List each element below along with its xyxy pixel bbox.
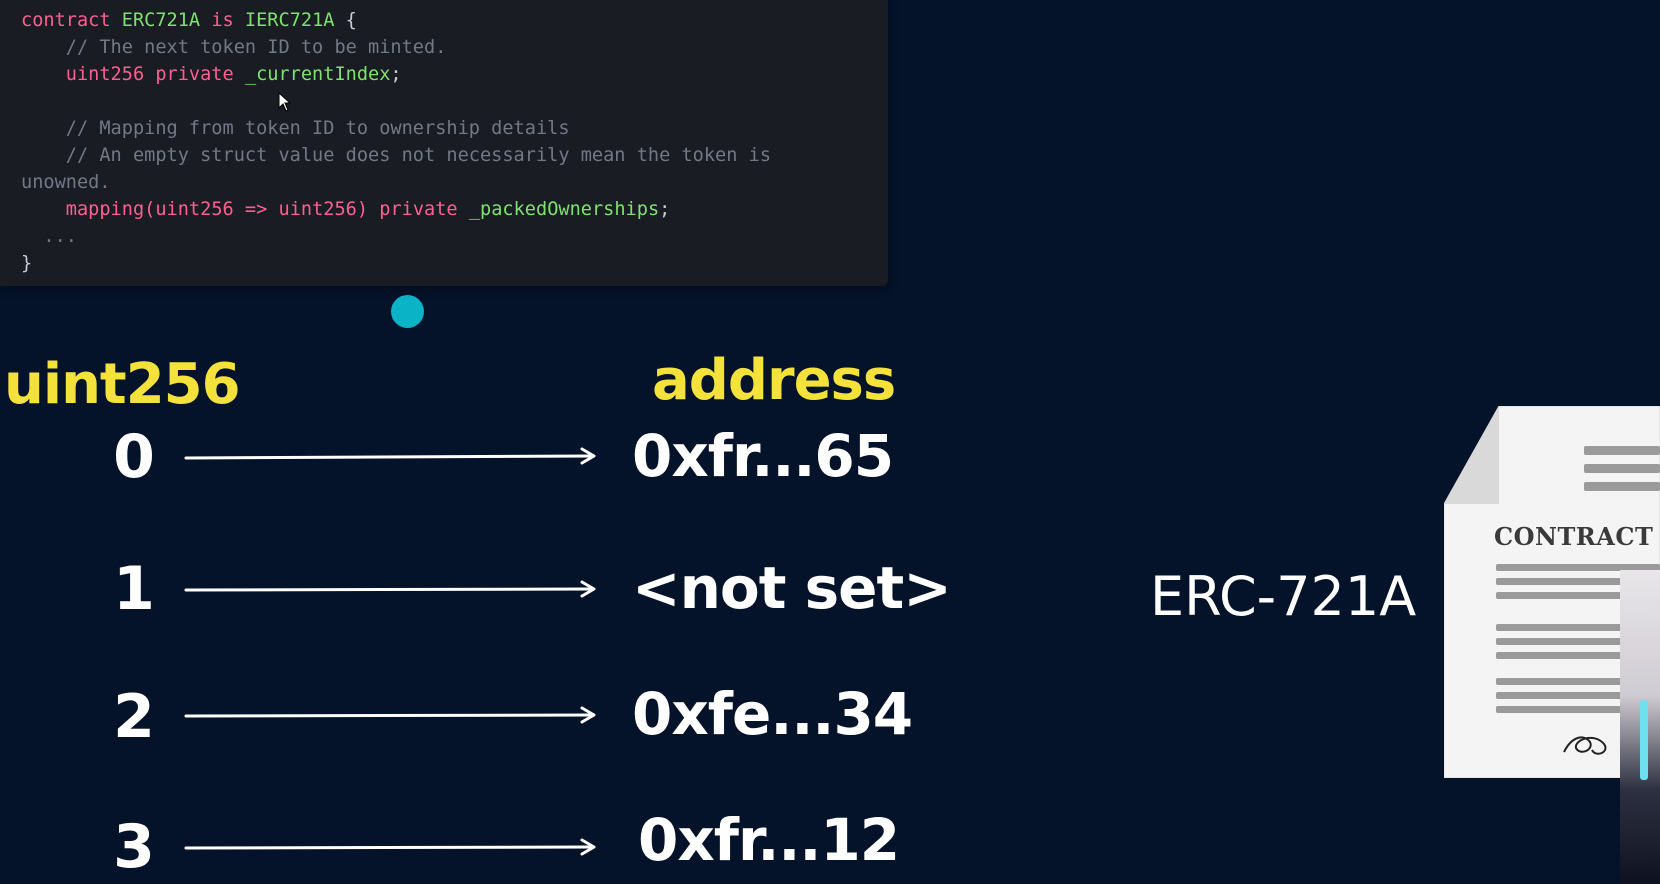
code-block: contract ERC721A is IERC721A { // The ne… bbox=[21, 7, 771, 277]
code-line: mapping(uint256 => uint256) private _pac… bbox=[21, 196, 771, 223]
code-token: uint256 private bbox=[21, 64, 245, 85]
row-key: 3 bbox=[113, 812, 155, 882]
contract-document-icon bbox=[1444, 406, 1660, 778]
row-value: 0xfr...65 bbox=[632, 422, 894, 490]
row-value: <not set> bbox=[632, 554, 952, 622]
code-token: contract bbox=[21, 10, 122, 31]
code-line: unowned. bbox=[21, 169, 771, 196]
mouse-cursor-icon bbox=[278, 92, 292, 112]
code-token: ; bbox=[390, 64, 402, 85]
code-line: // Mapping from token ID to ownership de… bbox=[21, 115, 771, 142]
code-line: uint256 private _currentIndex; bbox=[21, 61, 771, 88]
code-token: uint256 bbox=[278, 199, 357, 220]
mapping-arrow bbox=[184, 580, 596, 598]
code-line: // The next token ID to be minted. bbox=[21, 34, 771, 61]
code-token: // Mapping from token ID to ownership de… bbox=[21, 118, 570, 139]
pointer-dot bbox=[391, 295, 424, 328]
code-token: ; bbox=[659, 199, 671, 220]
code-token: _currentIndex bbox=[244, 64, 391, 85]
code-token: } bbox=[21, 253, 33, 274]
row-key: 1 bbox=[113, 554, 155, 624]
code-token: // The next token ID to be minted. bbox=[21, 37, 447, 58]
code-token: { bbox=[334, 10, 357, 31]
code-token: ERC721A bbox=[121, 10, 201, 31]
code-token: => bbox=[233, 199, 279, 220]
code-token: IERC721A bbox=[244, 10, 335, 31]
key-type-header: uint256 bbox=[4, 352, 241, 417]
mapping-arrow bbox=[184, 447, 596, 465]
code-token: unowned. bbox=[21, 172, 111, 193]
mapping-arrow bbox=[184, 838, 596, 856]
code-token: mapping( bbox=[21, 199, 156, 220]
code-token: _packedOwnerships bbox=[468, 199, 660, 220]
code-line: ... bbox=[21, 223, 771, 250]
mapping-arrow bbox=[184, 706, 596, 724]
code-token: ... bbox=[21, 226, 77, 247]
value-type-header: address bbox=[652, 348, 896, 413]
document-title: CONTRACT bbox=[1494, 522, 1654, 551]
code-panel: contract ERC721A is IERC721A { // The ne… bbox=[0, 0, 888, 286]
row-key: 2 bbox=[113, 682, 155, 752]
code-line: contract ERC721A is IERC721A { bbox=[21, 7, 771, 34]
code-line bbox=[21, 88, 771, 115]
code-line: // An empty struct value does not necess… bbox=[21, 142, 771, 169]
code-token: ) private bbox=[356, 199, 469, 220]
code-token: is bbox=[200, 10, 245, 31]
code-token: uint256 bbox=[155, 199, 234, 220]
code-token: // An empty struct value does not necess… bbox=[21, 145, 772, 166]
standard-label: ERC-721A bbox=[1150, 565, 1417, 628]
presenter-detail bbox=[1640, 700, 1648, 780]
row-value: 0xfr...12 bbox=[638, 806, 900, 874]
row-key: 0 bbox=[113, 422, 155, 492]
code-line: } bbox=[21, 250, 771, 277]
row-value: 0xfe...34 bbox=[632, 680, 913, 748]
